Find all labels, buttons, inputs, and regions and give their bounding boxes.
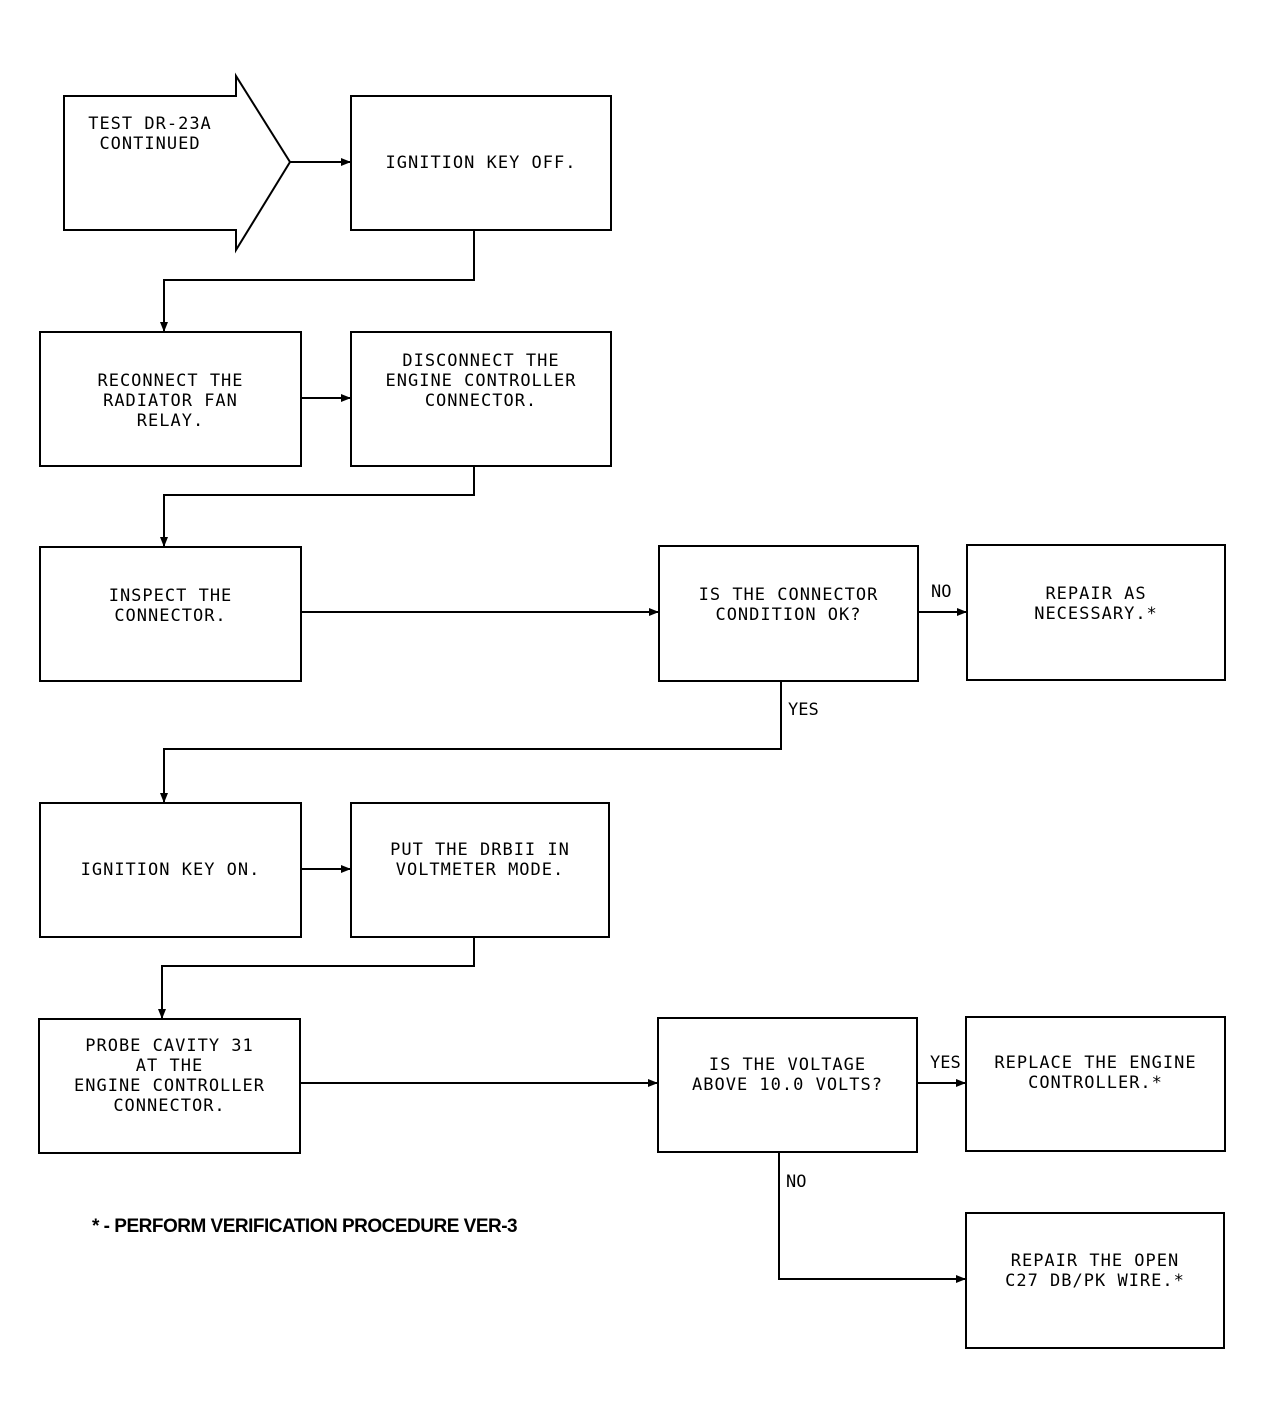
decision-voltage: IS THE VOLTAGE ABOVE 10.0 VOLTS?	[657, 1017, 918, 1153]
step-replace-controller-text: REPLACE THE ENGINE CONTROLLER.*	[994, 1053, 1197, 1093]
step-ignition-on: IGNITION KEY ON.	[39, 802, 302, 938]
step-inspect-connector: INSPECT THE CONNECTOR.	[39, 546, 302, 682]
step-repair-as-necessary: REPAIR AS NECESSARY.*	[966, 544, 1226, 681]
start-arrow-shape	[63, 72, 292, 254]
step-probe-cavity-text: PROBE CAVITY 31 AT THE ENGINE CONTROLLER…	[74, 1036, 265, 1116]
decision-connector-ok: IS THE CONNECTOR CONDITION OK?	[658, 545, 919, 682]
edge-disconnect-to-inspect	[160, 466, 475, 547]
step-disconnect-controller-text: DISCONNECT THE ENGINE CONTROLLER CONNECT…	[385, 351, 577, 411]
step-repair-open-wire: REPAIR THE OPEN C27 DB/PK WIRE.*	[965, 1212, 1225, 1349]
step-replace-controller: REPLACE THE ENGINE CONTROLLER.*	[965, 1016, 1226, 1152]
step-reconnect-relay: RECONNECT THE RADIATOR FAN RELAY.	[39, 331, 302, 467]
decision-connector-ok-text: IS THE CONNECTOR CONDITION OK?	[698, 585, 879, 625]
step-ignition-on-text: IGNITION KEY ON.	[80, 860, 261, 880]
step-inspect-connector-text: INSPECT THE CONNECTOR.	[108, 586, 233, 626]
step-disconnect-controller: DISCONNECT THE ENGINE CONTROLLER CONNECT…	[350, 331, 612, 467]
edge-label-connector-yes: YES	[788, 700, 819, 720]
footnote: * - PERFORM VERIFICATION PROCEDURE VER-3	[92, 1216, 518, 1237]
edge-label-connector-no: NO	[931, 582, 952, 602]
step-ignition-off-text: IGNITION KEY OFF.	[385, 153, 577, 173]
step-voltmeter-mode: PUT THE DRBII IN VOLTMETER MODE.	[350, 802, 610, 938]
step-ignition-off: IGNITION KEY OFF.	[350, 95, 612, 231]
decision-voltage-text: IS THE VOLTAGE ABOVE 10.0 VOLTS?	[692, 1055, 883, 1095]
step-repair-open-wire-text: REPAIR THE OPEN C27 DB/PK WIRE.*	[1005, 1251, 1185, 1291]
step-voltmeter-mode-text: PUT THE DRBII IN VOLTMETER MODE.	[390, 840, 570, 880]
start-label: TEST DR-23A CONTINUED	[88, 114, 212, 154]
step-probe-cavity: PROBE CAVITY 31 AT THE ENGINE CONTROLLER…	[38, 1018, 301, 1154]
edge-label-voltage-yes: YES	[930, 1053, 961, 1073]
edge-ignition-off-to-reconnect	[160, 230, 475, 332]
edge-voltmeter-to-probe	[158, 937, 475, 1019]
step-reconnect-relay-text: RECONNECT THE RADIATOR FAN RELAY.	[97, 371, 244, 431]
edge-voltage-no	[778, 1152, 966, 1283]
edge-label-voltage-no: NO	[786, 1172, 807, 1192]
step-repair-as-necessary-text: REPAIR AS NECESSARY.*	[1034, 584, 1158, 624]
edge-connector-ok-yes	[160, 681, 782, 803]
